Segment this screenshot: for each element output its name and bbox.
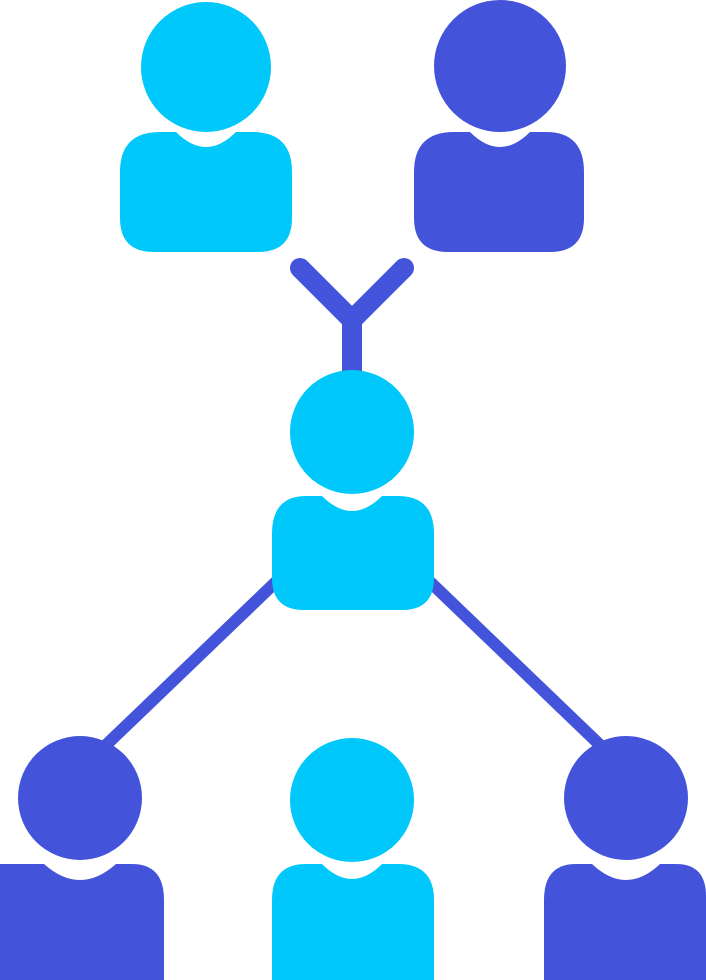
person-top-right-body <box>414 132 584 252</box>
person-bottom-left <box>0 736 164 980</box>
person-bottom-left-head <box>18 736 142 860</box>
merge-connector <box>290 258 414 382</box>
person-bottom-center-body <box>272 864 434 980</box>
person-center-head <box>290 370 414 494</box>
right-branch-line <box>420 572 607 752</box>
connector-lines <box>99 258 607 752</box>
person-bottom-right-head <box>564 736 688 860</box>
person-center <box>272 370 434 610</box>
person-bottom-right <box>544 736 706 980</box>
left-branch-line <box>99 572 286 752</box>
person-top-right-head <box>434 0 566 132</box>
person-top-left <box>120 2 292 252</box>
person-bottom-center <box>272 738 434 980</box>
person-top-right <box>414 0 584 252</box>
person-bottom-center-head <box>290 738 414 862</box>
person-top-left-head <box>141 2 271 132</box>
person-bottom-right-body <box>544 864 706 980</box>
person-center-body <box>272 496 434 610</box>
person-top-left-body <box>120 132 292 252</box>
person-bottom-left-body <box>0 864 164 980</box>
